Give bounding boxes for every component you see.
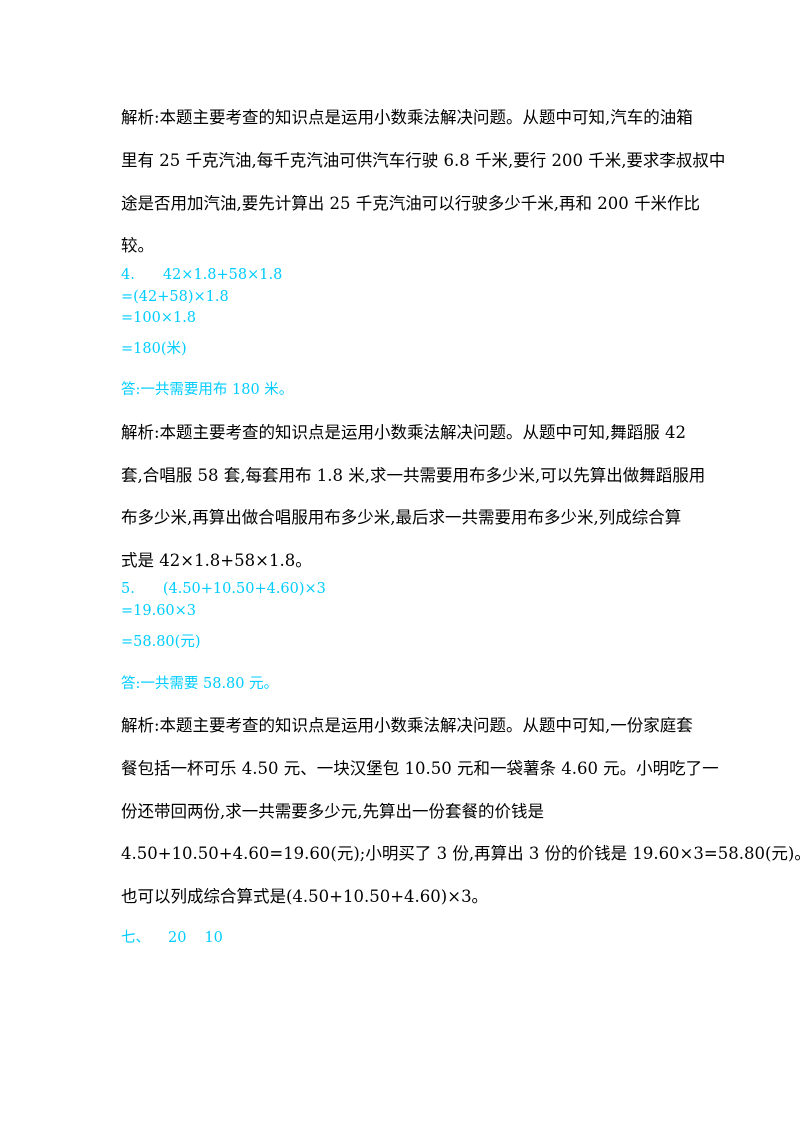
q5-expr: (4.50+10.50+4.60)×3 (162, 581, 326, 597)
q5-analysis-line-1: 解析:本题主要考查的知识点是运用小数乘法解决问题。从题中可知,一份家庭套 (121, 716, 693, 735)
q4-answer: 答:一共需要用布 180 米。 (121, 382, 294, 398)
q4-step-1: =(42+58)×1.8 (121, 289, 229, 305)
q4-expression: 4. 42×1.8+58×1.8 (121, 268, 282, 283)
q5-analysis-line-5: 也可以列成综合算式是(4.50+10.50+4.60)×3。 (121, 887, 489, 906)
q5-step-1: =19.60×3 (121, 603, 197, 619)
q4-step-3: =180(米) (121, 341, 187, 357)
q4-expr: 42×1.8+58×1.8 (162, 267, 283, 283)
q7-label: 七、 (121, 930, 150, 946)
q7-answer: 七、 20 10 (121, 931, 223, 946)
q5-number: 5. (121, 581, 135, 597)
q5-analysis-line-2: 餐包括一杯可乐 4.50 元、一块汉堡包 10.50 元和一袋薯条 4.60 元… (121, 759, 719, 778)
q5-analysis-line-3: 份还带回两份,求一共需要多少元,先算出一份套餐的价钱是 (121, 802, 544, 821)
q7-value-1: 20 (168, 930, 187, 946)
q5-analysis-line-4: 4.50+10.50+4.60=19.60(元);小明买了 3 份,再算出 3 … (121, 844, 800, 863)
q4-analysis-line-3: 布多少米,再算出做合唱服用布多少米,最后求一共需要用布多少米,列成综合算 (121, 508, 682, 527)
q4-analysis-line-4: 式是 42×1.8+58×1.8。 (121, 551, 312, 570)
q3-analysis-line-1: 解析:本题主要考查的知识点是运用小数乘法解决问题。从题中可知,汽车的油箱 (121, 108, 693, 127)
q4-number: 4. (121, 267, 135, 283)
q5-step-2: =58.80(元) (121, 634, 201, 650)
q4-analysis-line-1: 解析:本题主要考查的知识点是运用小数乘法解决问题。从题中可知,舞蹈服 42 (121, 423, 687, 442)
q3-analysis-line-2: 里有 25 千克汽油,每千克汽油可供汽车行驶 6.8 千米,要行 200 千米,… (121, 151, 726, 170)
q3-analysis-line-4: 较。 (121, 236, 154, 255)
q7-value-2: 10 (204, 930, 223, 946)
q5-expression: 5. (4.50+10.50+4.60)×3 (121, 582, 326, 597)
q4-analysis-line-2: 套,合唱服 58 套,每套用布 1.8 米,求一共需要用布多少米,可以先算出做舞… (121, 466, 706, 485)
q3-analysis-line-3: 途是否用加汽油,要先计算出 25 千克汽油可以行驶多少千米,再和 200 千米作… (121, 194, 700, 213)
q4-step-2: =100×1.8 (121, 310, 197, 326)
q5-answer: 答:一共需要 58.80 元。 (121, 676, 279, 692)
